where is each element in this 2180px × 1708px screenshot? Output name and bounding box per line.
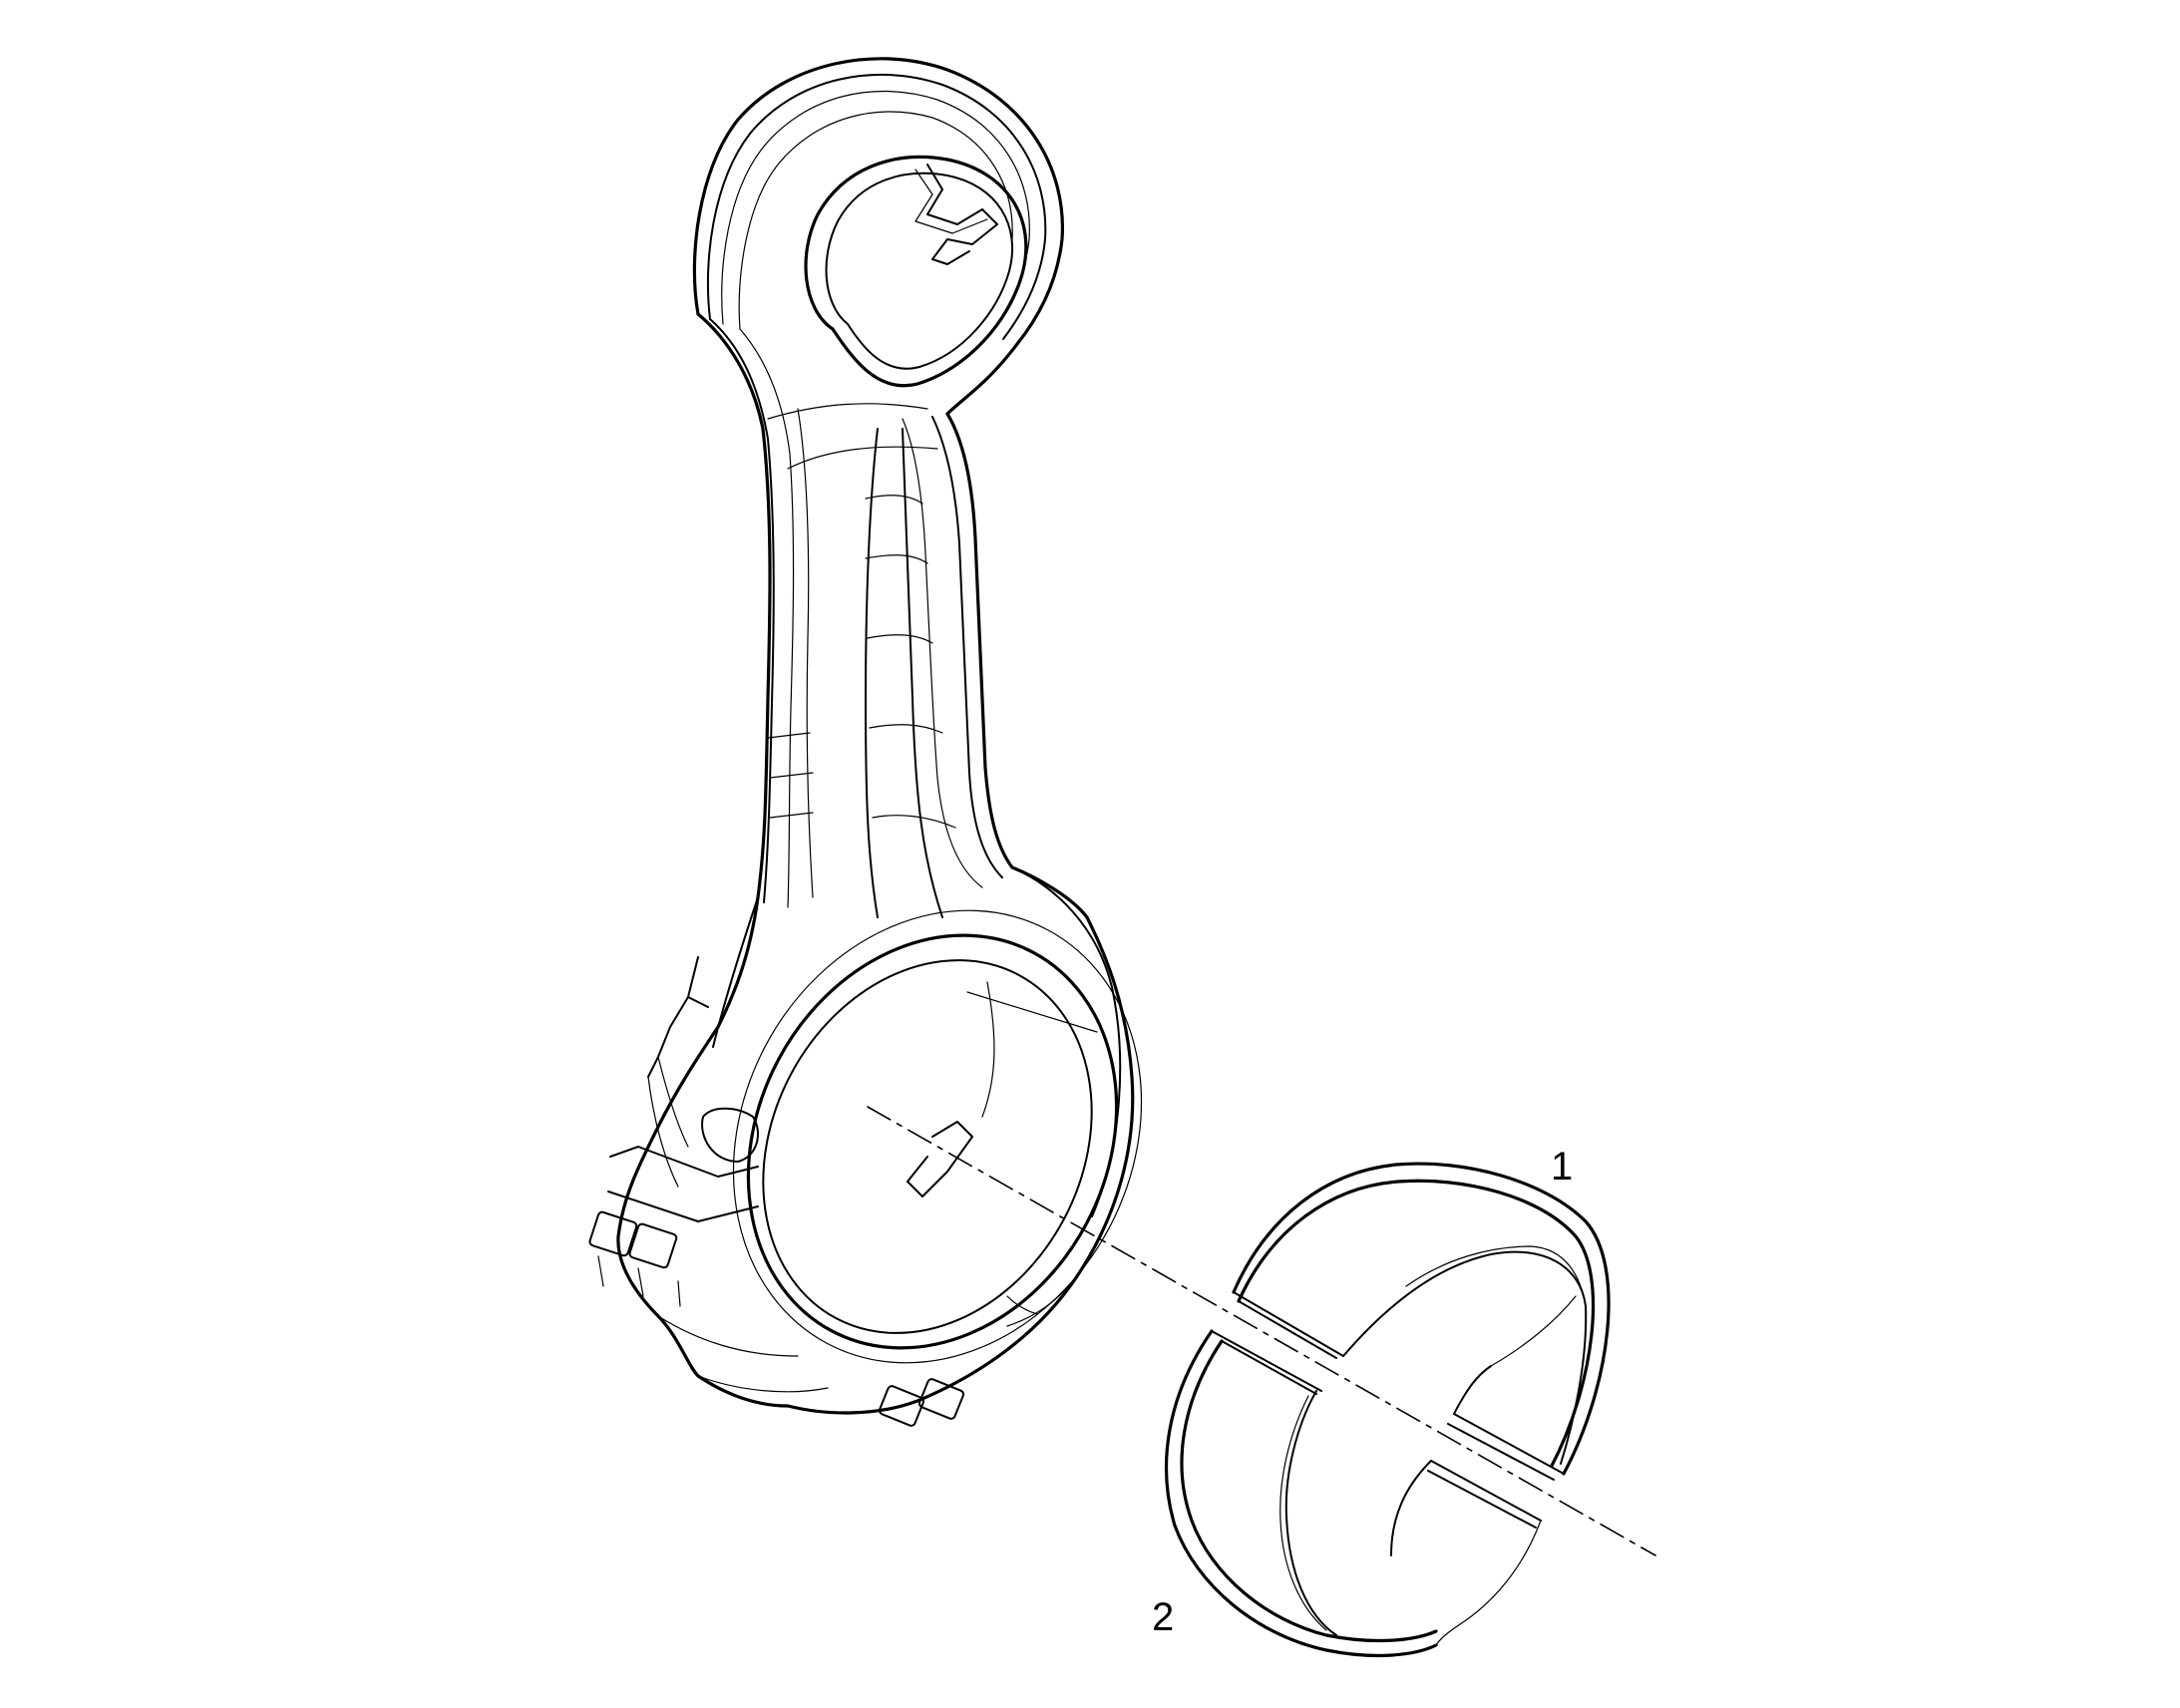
lower-shell-front-edge [1284, 1390, 1337, 1636]
rod-shank-right-2 [931, 416, 1003, 878]
rod-crank-bore-inner [762, 959, 1093, 1334]
rod-web-right [902, 428, 943, 918]
rod-web-cross-4 [869, 724, 943, 734]
rod-web-cross-3 [867, 634, 933, 644]
rod-small-end-contour-3 [738, 111, 1013, 330]
rod-web-cross-5 [872, 815, 956, 829]
rod-web-cross-1 [865, 495, 923, 505]
bore-center-axis [867, 1106, 1656, 1556]
rod-shank-left [696, 312, 772, 1029]
rod-shank-right [945, 412, 1089, 919]
lower-shell-front-edge-2 [1279, 1395, 1327, 1631]
lower-shell-top-face [1211, 1330, 1322, 1395]
rod-shank-left-2 [709, 318, 775, 903]
rod-shank-cross-left [767, 732, 814, 819]
rod-oil-passage-2 [914, 169, 988, 234]
upper-shell-back-edge-2 [1405, 1245, 1587, 1307]
upper-shell-right-inner [1490, 1295, 1577, 1367]
bearing-shell-lower [1164, 1329, 1542, 1658]
upper-shell-outer [1232, 1162, 1611, 1476]
rod-pin-bore-inner [825, 171, 1014, 370]
rod-pin-bore [804, 155, 1028, 388]
connecting-rod [588, 57, 1143, 1427]
rod-cap-step [607, 1146, 759, 1222]
rod-cap-bolt-head-1 [588, 1210, 638, 1257]
rod-cap-left [647, 956, 709, 1078]
lower-shell-back-curve [1435, 1520, 1542, 1646]
rod-bore-depth-line [981, 981, 995, 1118]
callout-1-label: 1 [1551, 1145, 1573, 1189]
rod-cap-bolt-shank [597, 1255, 681, 1307]
rod-small-end-contour-1 [706, 73, 1047, 340]
rod-neck-line-2 [767, 403, 928, 420]
rod-tang-notch [907, 1121, 973, 1197]
rod-big-end-contour [712, 866, 1122, 1217]
upper-shell-back-edge [1342, 1250, 1588, 1465]
rod-crank-bore [746, 933, 1119, 1350]
rod-lower-cap-contour [657, 1315, 829, 1393]
rod-shank-left-4 [797, 408, 814, 898]
rod-oil-passage [926, 164, 998, 265]
rod-shank-left-3 [739, 328, 795, 908]
rod-big-end-outer [616, 915, 1135, 1415]
upper-shell-left-face [1233, 1291, 1344, 1359]
rod-web-cross-2 [865, 554, 928, 564]
rod-crank-bore-edge [732, 909, 1143, 1364]
rod-web-left [865, 428, 879, 918]
lower-shell-outer [1164, 1329, 1438, 1658]
rod-small-end-outer [692, 57, 1065, 416]
rod-neck-line [787, 446, 938, 470]
upper-shell-inner [1237, 1179, 1596, 1468]
rod-cap-bolt-head-2 [628, 1222, 678, 1269]
rod-cap-left-contour [647, 1056, 689, 1188]
lower-shell-bottom-face [1390, 1460, 1542, 1556]
rod-lower-bolt-1 [878, 1385, 925, 1427]
rod-shank-right-3 [902, 418, 983, 888]
upper-shell-right-face [1447, 1365, 1565, 1481]
callout-2-label: 2 [1152, 1595, 1174, 1639]
rod-bore-parting-line [966, 991, 1098, 1033]
lower-shell-inner [1180, 1339, 1438, 1643]
rod-lower-bolt-2 [917, 1378, 965, 1420]
rod-cap-nub [701, 1107, 759, 1163]
rod-right-lug [1006, 1275, 1078, 1327]
bearing-shell-upper [1232, 1162, 1611, 1481]
